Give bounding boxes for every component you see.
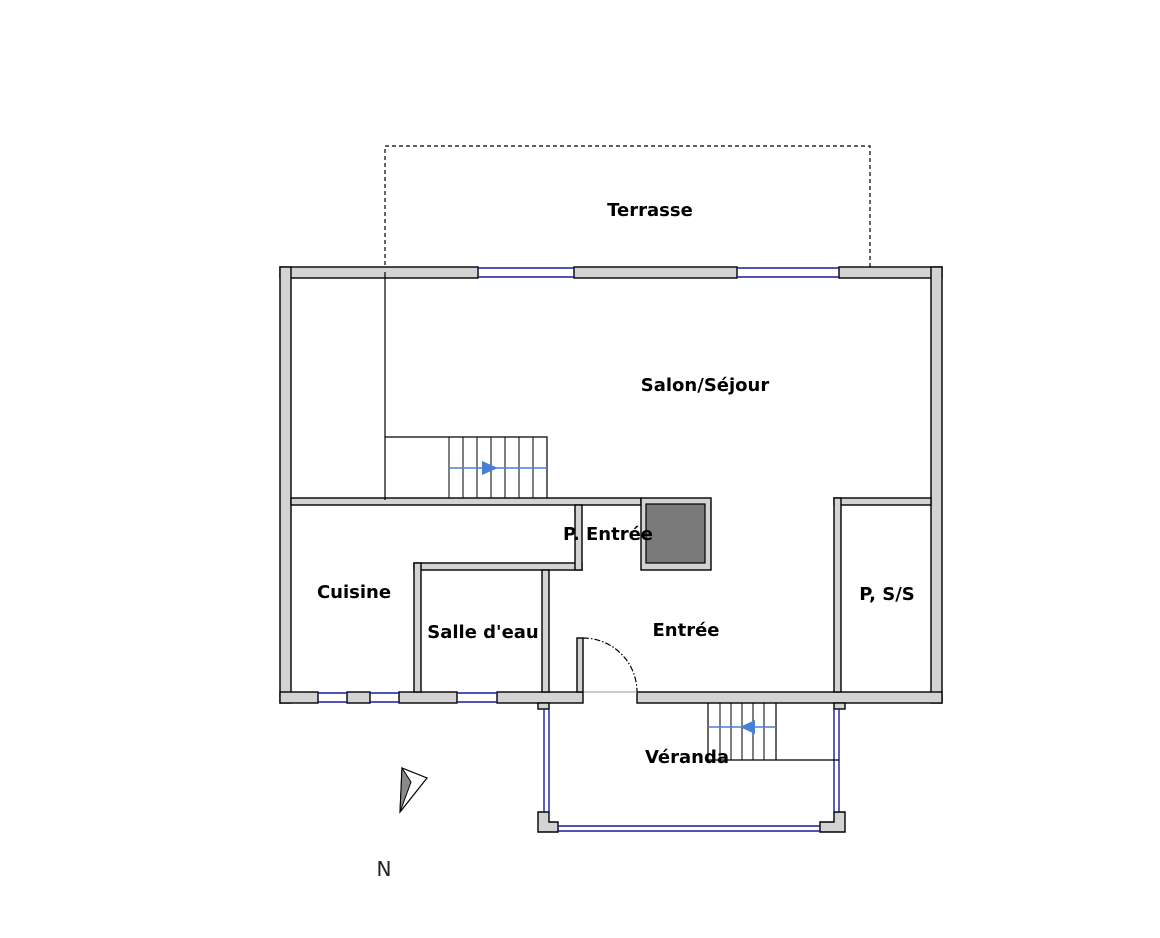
- upper-staircase: [385, 436, 548, 498]
- room-label-p-entree: P. Entrée: [563, 524, 653, 545]
- outer-walls: [279, 266, 943, 704]
- room-label-veranda: Véranda: [645, 747, 729, 768]
- room-label-terrasse: Terrasse: [607, 200, 693, 221]
- veranda: [537, 702, 846, 833]
- north-label: N: [377, 857, 392, 881]
- room-label-p-ss: P, S/S: [859, 584, 915, 605]
- lower-stair-arrow-head: [740, 720, 755, 734]
- front-door: [582, 637, 638, 693]
- chimney: [645, 503, 706, 564]
- upper-stair-arrow-head: [482, 461, 498, 475]
- room-label-salle-eau: Salle d'eau: [427, 622, 539, 643]
- bottom-windows: [318, 692, 497, 703]
- terrace-outline: [384, 145, 871, 274]
- compass-icon: [399, 766, 428, 814]
- lower-staircase: [707, 703, 839, 761]
- room-label-entree: Entrée: [652, 620, 719, 641]
- room-label-cuisine: Cuisine: [317, 582, 391, 603]
- top-windows: [478, 267, 839, 278]
- room-label-salon: Salon/Séjour: [641, 375, 770, 396]
